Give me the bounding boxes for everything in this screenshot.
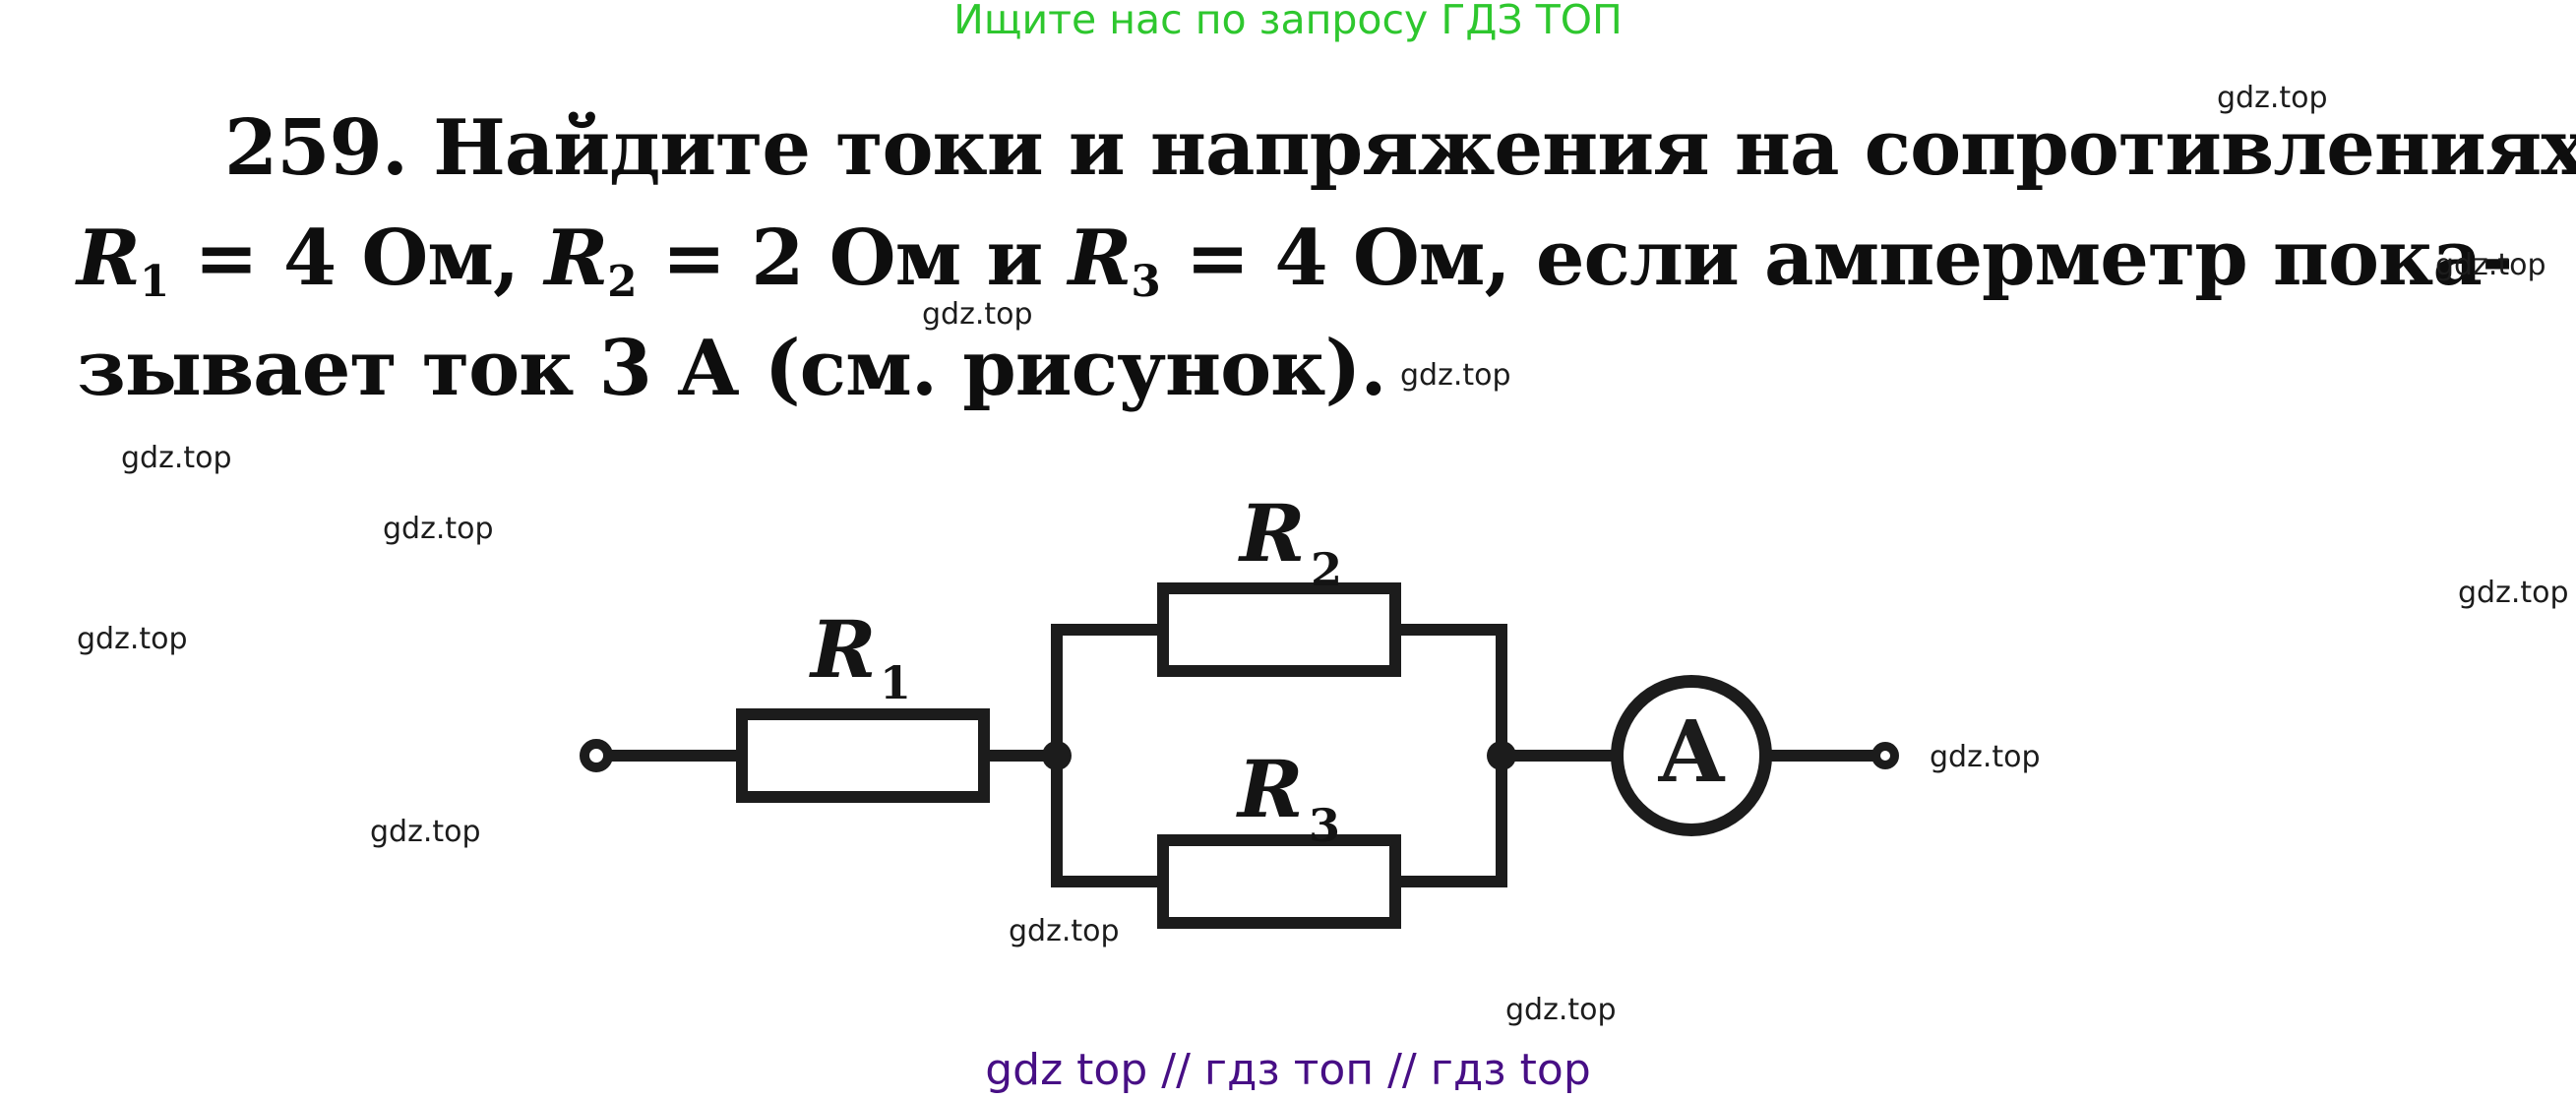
wire-left-to-r1 — [610, 750, 738, 762]
wire-top-branch-left — [1057, 624, 1157, 636]
resistor-r3-label: R — [1238, 743, 1304, 835]
watermark-gdz-top: gdz.top — [922, 297, 1033, 332]
wire-top-branch-right — [1401, 624, 1507, 636]
resistor-r2-label: R — [1240, 487, 1306, 580]
watermark-gdz-top: gdz.top — [2435, 248, 2546, 282]
resistor-r1-label: R — [811, 603, 877, 696]
watermark-gdz-top: gdz.top — [2458, 576, 2569, 610]
resistor-r3-label-subscript: 3 — [1309, 799, 1341, 852]
left-terminal-icon — [580, 739, 613, 772]
watermark-gdz-top: gdz.top — [383, 512, 494, 546]
wire-bottom-branch-left — [1057, 876, 1157, 887]
watermark-gdz-top: gdz.top — [1009, 914, 1120, 948]
watermark-gdz-top: gdz.top — [121, 441, 232, 475]
problem-text-line-2: R1 = 4 Ом, R2 = 2 Ом и R3 = 4 Ом, если а… — [77, 220, 2513, 308]
watermark-gdz-top: gdz.top — [2217, 81, 2328, 115]
right-terminal-icon — [1871, 742, 1899, 769]
problem-text-line-1: 259. Найдите токи и напряжения на сопрот… — [224, 103, 2576, 193]
wire-bottom-branch-right — [1401, 876, 1507, 887]
ammeter-label: A — [1658, 702, 1725, 802]
r1-symbol-text: R — [77, 214, 141, 303]
r1-subscript-text: 1 — [139, 257, 169, 308]
watermark-gdz-top: gdz.top — [1505, 993, 1617, 1027]
watermark-gdz-top: gdz.top — [1930, 740, 2041, 774]
line2-segment-3: = 4 Ом, если амперметр пока- — [1159, 214, 2513, 303]
resistor-r2-label-subscript: 2 — [1311, 543, 1343, 596]
watermark-gdz-top: gdz.top — [1400, 358, 1511, 393]
ammeter-icon: A — [1611, 675, 1772, 836]
parallel-left-bus — [1051, 624, 1063, 887]
r3-symbol-text: R — [1068, 214, 1133, 303]
r2-subscript-text: 2 — [607, 257, 637, 308]
resistor-r1-label-subscript: 1 — [880, 656, 912, 709]
watermark-gdz-top: gdz.top — [370, 815, 481, 849]
resistor-r1-box — [736, 708, 990, 803]
r2-symbol-text: R — [544, 214, 608, 303]
problem-text-line-3: зывает ток 3 А (см. рисунок). — [77, 324, 1387, 413]
promo-banner-text: Ищите нас по запросу ГДЗ ТОП — [953, 0, 1623, 43]
wire-ammeter-to-right — [1769, 750, 1873, 762]
footer-watermark-line: gdz top // гдз топ // гдз top — [985, 1045, 1591, 1095]
wire-junction-to-ammeter — [1502, 750, 1616, 762]
r3-subscript-text: 3 — [1131, 257, 1160, 308]
line2-segment-2: = 2 Ом и — [636, 214, 1069, 303]
resistor-r3-box — [1157, 834, 1401, 929]
watermark-gdz-top: gdz.top — [77, 622, 188, 656]
resistor-r2-box — [1157, 582, 1401, 677]
line2-segment-1: = 4 Ом, — [168, 214, 545, 303]
